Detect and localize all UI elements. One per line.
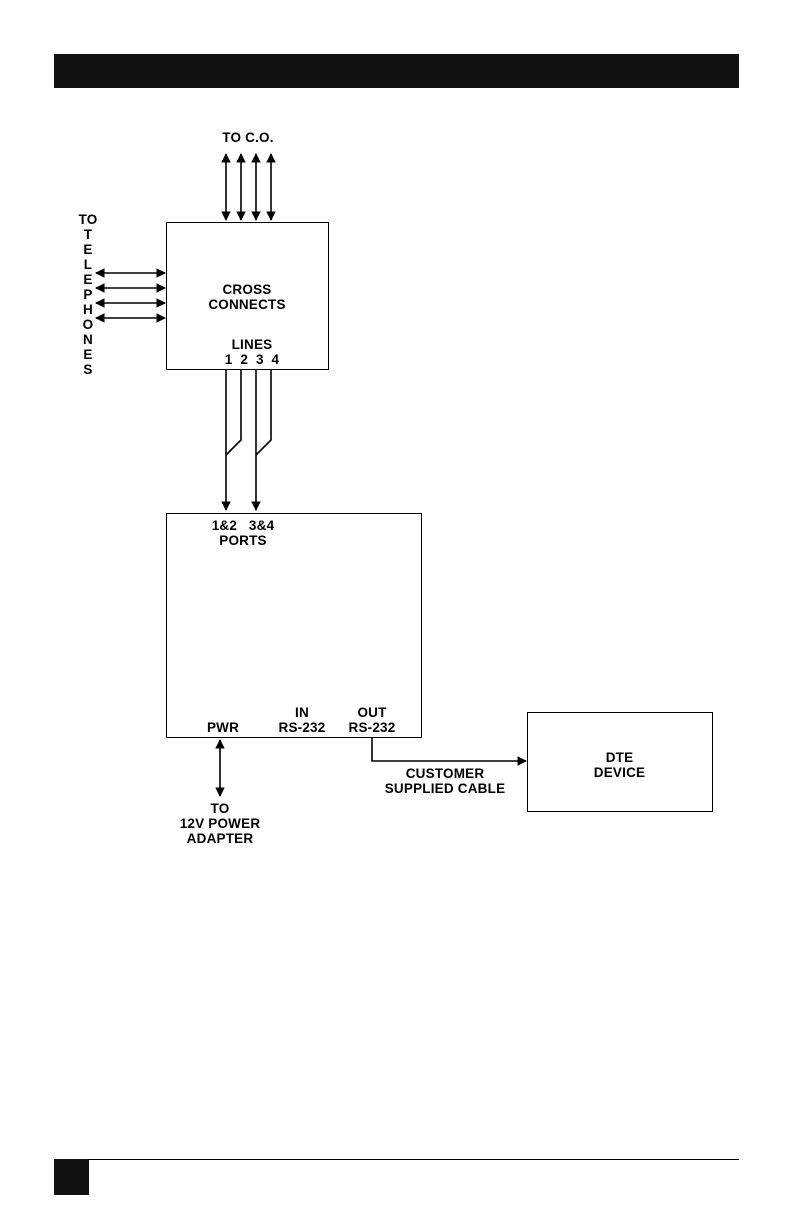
- lines-label: LINES: [207, 337, 297, 352]
- tel-letter: E: [74, 242, 102, 257]
- cross-connects-title-2: CONNECTS: [167, 297, 327, 312]
- unit-box: 1&2 3&4 PORTS PWR IN RS-232 OUT RS-232: [166, 513, 422, 738]
- cross-connects-box: CROSS CONNECTS LINES 1 2 3 4: [166, 222, 329, 370]
- tel-letter: O: [74, 317, 102, 332]
- ports-numbers: 1&2 3&4: [187, 518, 299, 533]
- tel-letter: E: [74, 347, 102, 362]
- power-label-line: ADAPTER: [164, 831, 276, 846]
- power-label-line: TO: [164, 801, 276, 816]
- out-label-2: RS-232: [339, 720, 405, 735]
- pwr-label: PWR: [195, 720, 251, 735]
- line-numbers: 1 2 3 4: [207, 352, 297, 367]
- cable-label-line: CUSTOMER: [374, 766, 516, 781]
- in-label-1: IN: [269, 705, 335, 720]
- dte-label-2: DEVICE: [528, 765, 711, 780]
- to-telephones-label: TO T E L E P H O N E S: [74, 212, 102, 377]
- in-label-2: RS-232: [269, 720, 335, 735]
- to-co-label: TO C.O.: [208, 130, 288, 145]
- customer-cable-label: CUSTOMER SUPPLIED CABLE: [374, 766, 516, 796]
- ports-label: PORTS: [187, 533, 299, 548]
- dte-label-1: DTE: [528, 750, 711, 765]
- tel-letter: T: [74, 227, 102, 242]
- tel-letter: H: [74, 302, 102, 317]
- line-4-wire: [256, 370, 271, 455]
- footer-page-tab: [54, 1159, 89, 1195]
- tel-letter: L: [74, 257, 102, 272]
- out-label-1: OUT: [339, 705, 405, 720]
- tel-letter: P: [74, 287, 102, 302]
- footer-rule: [54, 1159, 739, 1160]
- tel-letter: N: [74, 332, 102, 347]
- power-label-line: 12V POWER: [164, 816, 276, 831]
- tel-letter: TO: [74, 212, 102, 227]
- cable-label-line: SUPPLIED CABLE: [374, 781, 516, 796]
- cross-connects-title-1: CROSS: [167, 282, 327, 297]
- tel-letter: E: [74, 272, 102, 287]
- tel-letter: S: [74, 362, 102, 377]
- line-2-wire: [226, 370, 241, 455]
- cable-line: [372, 738, 526, 761]
- power-adapter-label: TO 12V POWER ADAPTER: [164, 801, 276, 846]
- dte-device-box: DTE DEVICE: [527, 712, 713, 812]
